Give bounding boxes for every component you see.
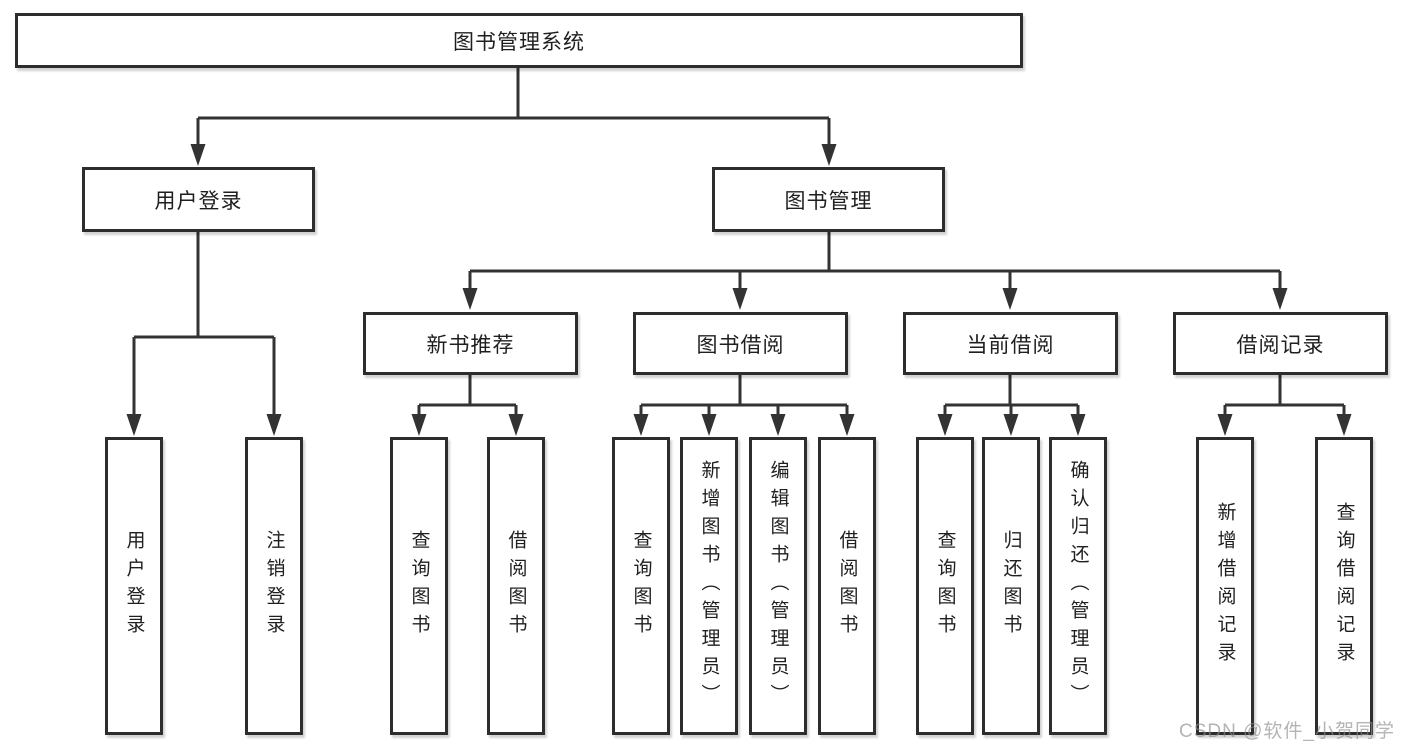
node-leaf-edit-book-admin-label: 编辑图书（管理员） bbox=[767, 460, 789, 712]
node-leaf-confirm-return-admin: 确认归还（管理员） bbox=[1049, 437, 1107, 735]
node-leaf-query-books-1: 查询图书 bbox=[390, 437, 448, 735]
node-leaf-borrow-books-1-label: 借阅图书 bbox=[505, 530, 527, 642]
node-leaf-query-books-2: 查询图书 bbox=[612, 437, 670, 735]
node-leaf-user-login-label: 用户登录 bbox=[123, 530, 145, 642]
node-leaf-logout: 注销登录 bbox=[245, 437, 303, 735]
node-book-management-branch: 图书管理 bbox=[712, 167, 945, 232]
node-leaf-logout-label: 注销登录 bbox=[263, 530, 285, 642]
node-leaf-user-login: 用户登录 bbox=[105, 437, 163, 735]
node-root-label: 图书管理系统 bbox=[453, 30, 585, 54]
node-new-book-recommend: 新书推荐 bbox=[363, 312, 578, 375]
node-book-borrowing-label: 图书借阅 bbox=[696, 333, 785, 357]
node-user-login-branch-label: 用户登录 bbox=[154, 189, 243, 213]
node-new-book-recommend-label: 新书推荐 bbox=[426, 333, 515, 357]
node-root-system: 图书管理系统 bbox=[15, 13, 1023, 68]
node-leaf-query-borrow-record: 查询借阅记录 bbox=[1315, 437, 1373, 735]
node-current-borrowing-label: 当前借阅 bbox=[966, 333, 1055, 357]
node-leaf-query-books-1-label: 查询图书 bbox=[408, 530, 430, 642]
node-borrow-records-label: 借阅记录 bbox=[1236, 333, 1325, 357]
node-leaf-query-books-2-label: 查询图书 bbox=[630, 530, 652, 642]
node-leaf-add-book-admin: 新增图书（管理员） bbox=[680, 437, 738, 735]
node-leaf-confirm-return-admin-label: 确认归还（管理员） bbox=[1067, 460, 1089, 712]
node-leaf-query-books-3-label: 查询图书 bbox=[934, 530, 956, 642]
node-user-login-branch: 用户登录 bbox=[82, 167, 315, 232]
node-leaf-borrow-books-2: 借阅图书 bbox=[818, 437, 876, 735]
node-leaf-borrow-books-2-label: 借阅图书 bbox=[836, 530, 858, 642]
node-leaf-borrow-books-1: 借阅图书 bbox=[487, 437, 545, 735]
node-borrow-records: 借阅记录 bbox=[1173, 312, 1388, 375]
node-current-borrowing: 当前借阅 bbox=[903, 312, 1118, 375]
node-leaf-add-borrow-record-label: 新增借阅记录 bbox=[1214, 502, 1236, 670]
watermark: CSDN @软件_小贺同学 bbox=[1179, 721, 1395, 742]
node-book-borrowing: 图书借阅 bbox=[633, 312, 848, 375]
node-leaf-edit-book-admin: 编辑图书（管理员） bbox=[749, 437, 807, 735]
node-leaf-return-book-label: 归还图书 bbox=[1000, 530, 1022, 642]
node-book-management-branch-label: 图书管理 bbox=[784, 189, 873, 213]
node-leaf-return-book: 归还图书 bbox=[982, 437, 1040, 735]
node-leaf-query-books-3: 查询图书 bbox=[916, 437, 974, 735]
node-leaf-query-borrow-record-label: 查询借阅记录 bbox=[1333, 502, 1355, 670]
node-leaf-add-borrow-record: 新增借阅记录 bbox=[1196, 437, 1254, 735]
node-leaf-add-book-admin-label: 新增图书（管理员） bbox=[698, 460, 720, 712]
